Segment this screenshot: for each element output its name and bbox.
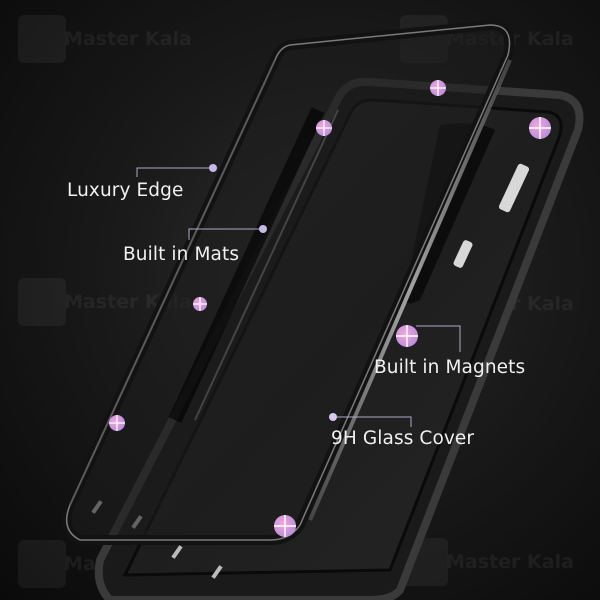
callout-lines — [136, 167, 461, 427]
watermark: Master Kala — [18, 15, 192, 63]
magnet-marker-icon — [316, 120, 332, 136]
watermark-logo-icon — [18, 15, 66, 63]
magnet-marker-icon — [529, 117, 551, 139]
magnet-marker-icon — [193, 297, 207, 311]
watermark-logo-icon — [18, 278, 66, 326]
feature-label-luxury-edge: Luxury Edge — [67, 180, 184, 201]
watermark-logo-icon — [18, 540, 66, 588]
callout-line-luxury-edge — [136, 167, 212, 177]
feature-label-built-in-magnets: Built in Magnets — [374, 357, 526, 378]
magnet-marker-icon — [430, 80, 446, 96]
callout-line-glass-cover — [333, 416, 412, 427]
magnet-marker-icon — [109, 415, 125, 431]
magnet-marker-icon — [396, 325, 418, 347]
callout-line-built-in-magnets — [416, 325, 461, 352]
front-frame — [61, 19, 515, 545]
magnet-marker-icon — [274, 515, 296, 537]
callout-dot-luxury-edge-icon — [209, 164, 217, 172]
feature-label-built-in-mats: Built in Mats — [123, 244, 240, 265]
callout-dot-glass-cover-icon — [329, 413, 337, 421]
callout-line-built-in-mats — [188, 228, 264, 240]
feature-label-glass-cover: 9H Glass Cover — [331, 428, 475, 449]
callout-dot-built-in-mats-icon — [259, 225, 267, 233]
magnet-markers — [109, 80, 551, 537]
